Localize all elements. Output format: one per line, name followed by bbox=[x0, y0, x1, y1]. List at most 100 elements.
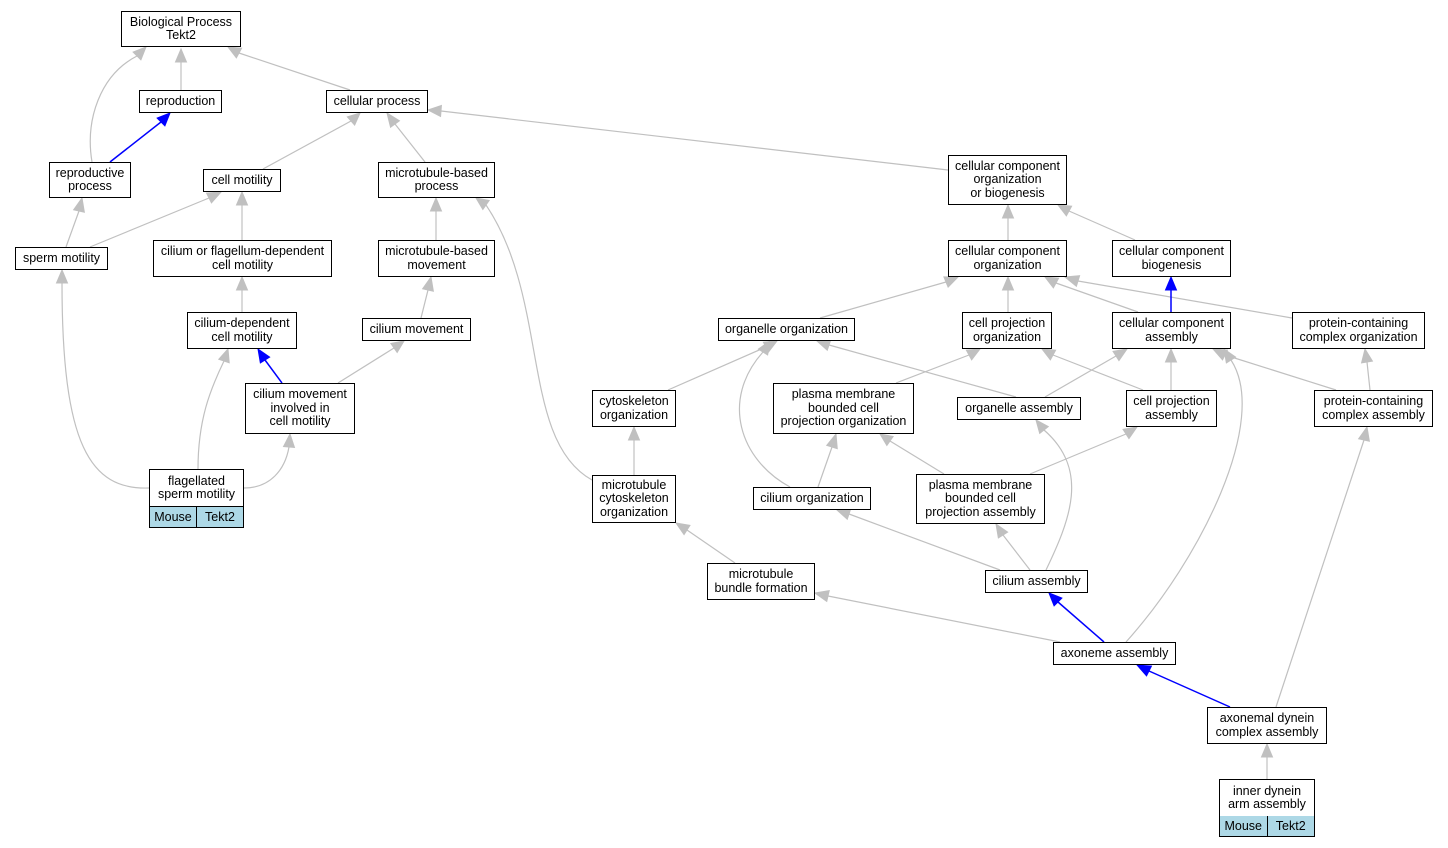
edge-cilium_org-to-pm_proj_org bbox=[817, 446, 833, 488]
arrowhead-cellular_process-to-bp bbox=[226, 46, 243, 59]
edge-mt_bundle-to-mt_cyto_org bbox=[686, 529, 736, 564]
arrowhead-flagellated-to-sperm_motility bbox=[55, 268, 69, 284]
edge-mt_cyto_org-to-mt_process bbox=[485, 204, 593, 481]
edge-mt_process-to-cellular_process bbox=[394, 123, 426, 163]
arrowhead-sperm_motility-to-reproductive_process bbox=[72, 196, 85, 213]
node-microtubule-based-process[interactable]: microtubule-based process bbox=[378, 162, 495, 198]
arrowhead-cc_assembly-to-cc_org bbox=[1043, 276, 1060, 289]
edge-cell_proj_assembly-to-cell_proj_org bbox=[1052, 354, 1144, 391]
arrowhead-cell_proj_org-to-cc_org bbox=[1001, 275, 1015, 291]
annotation-gene[interactable]: Tekt2 bbox=[1266, 816, 1315, 836]
node-cilium-movement-involved-in-cell-motility[interactable]: cilium movement involved in cell motilit… bbox=[245, 383, 355, 434]
edge-cilium_assembly-to-cilium_org bbox=[848, 513, 1001, 571]
node-cilium-or-flagellum-dependent-motility[interactable]: cilium or flagellum-dependent cell motil… bbox=[153, 240, 332, 277]
arrowhead-mt_cyto_org-to-cytoskeleton_org bbox=[627, 425, 641, 441]
node-cellular-process[interactable]: cellular process bbox=[326, 90, 428, 113]
node-organelle-assembly[interactable]: organelle assembly bbox=[957, 397, 1081, 420]
edge-flagellated-to-cilium_dep_motility bbox=[197, 360, 225, 470]
arrowhead-axonemal_dynein-to-axoneme_assembly bbox=[1135, 664, 1153, 677]
node-microtubule-bundle-formation[interactable]: microtubule bundle formation bbox=[707, 563, 815, 600]
annotation-species[interactable]: Mouse bbox=[1224, 819, 1263, 833]
arrowhead-inner_dynein-to-axonemal_dynein bbox=[1260, 742, 1274, 758]
node-reproduction[interactable]: reproduction bbox=[139, 90, 222, 113]
edge-reproductive_process-to-reproduction bbox=[109, 121, 162, 163]
arrowhead-pc_assembly-to-pc_org bbox=[1360, 347, 1374, 364]
node-axoneme-assembly[interactable]: axoneme assembly bbox=[1053, 642, 1176, 665]
edge-pc_assembly-to-pc_org bbox=[1366, 361, 1371, 391]
arrowhead-cilium_dep_motility-to-cilium_flag_motility bbox=[235, 275, 249, 291]
node-cell-motility[interactable]: cell motility bbox=[203, 169, 281, 192]
arrowhead-cilium_movement_motility-to-cilium_dep_motility bbox=[257, 347, 271, 364]
arrowhead-reproductive_process-to-reproduction bbox=[156, 112, 171, 127]
edge-cilium_assembly-to-organelle_assembly bbox=[1043, 429, 1073, 571]
node-cytoskeleton-organization[interactable]: cytoskeleton organization bbox=[592, 390, 676, 427]
node-cc-biogenesis[interactable]: cellular component biogenesis bbox=[1112, 240, 1231, 277]
arrowhead-mt_process-to-cellular_process bbox=[386, 111, 401, 129]
arrowhead-mt_bundle-to-mt_cyto_org bbox=[674, 522, 691, 536]
node-cc-organization[interactable]: cellular component organization bbox=[948, 240, 1067, 277]
edge-organelle_assembly-to-organelle_org bbox=[828, 344, 1017, 398]
edge-cc_assembly-to-cc_org bbox=[1055, 282, 1139, 313]
node-cilium-assembly[interactable]: cilium assembly bbox=[985, 570, 1088, 593]
arrowhead-pm_proj_org-to-cell_proj_org bbox=[965, 348, 982, 361]
node-cilium-dependent-cell-motility[interactable]: cilium-dependent cell motility bbox=[187, 312, 297, 349]
edge-cc_biogenesis-to-ccob bbox=[1068, 210, 1136, 241]
node-microtubule-cytoskeleton-organization[interactable]: microtubule cytoskeleton organization bbox=[592, 475, 676, 523]
node-axonemal-dynein-complex-assembly[interactable]: axonemal dynein complex assembly bbox=[1207, 707, 1327, 744]
arrowhead-pm_proj_assembly-to-pm_proj_org bbox=[879, 433, 895, 447]
arrowhead-organelle_assembly-to-organelle_org bbox=[815, 339, 832, 352]
annotation-species[interactable]: Mouse bbox=[154, 510, 192, 524]
arrowhead-cilium_flag_motility-to-cell_motility bbox=[235, 190, 249, 206]
edge-axoneme_assembly-to-cilium_assembly bbox=[1057, 601, 1105, 643]
arrowhead-axoneme_assembly-to-mt_bundle bbox=[813, 590, 830, 603]
arrowhead-cilium_movement-to-mt_movement bbox=[421, 275, 434, 292]
node-cell-projection-organization[interactable]: cell projection organization bbox=[962, 312, 1052, 349]
arrowhead-cell_proj_assembly-to-cc_assembly bbox=[1164, 347, 1178, 363]
node-reproductive-process[interactable]: reproductive process bbox=[49, 162, 131, 198]
arrowhead-organelle_assembly-to-cc_assembly bbox=[1112, 348, 1129, 362]
arrowhead-organelle_org-to-cc_org bbox=[943, 276, 960, 288]
node-organelle-organization[interactable]: organelle organization bbox=[718, 318, 855, 341]
annotation-gene[interactable]: Tekt2 bbox=[196, 507, 243, 527]
arrowhead-mt_movement-to-mt_process bbox=[429, 196, 443, 212]
arrowhead-cilium_org-to-pm_proj_org bbox=[825, 432, 838, 450]
arrowhead-axonemal_dynein-to-pc_assembly bbox=[1357, 425, 1370, 442]
node-inner-dynein-arm-assembly[interactable]: inner dynein arm assembly bbox=[1219, 779, 1315, 817]
arrowhead-cc_biogenesis-to-ccob bbox=[1056, 204, 1073, 217]
arrowhead-flagellated-to-cilium_dep_motility bbox=[217, 347, 230, 364]
edge-flagellated-to-sperm_motility bbox=[61, 282, 150, 489]
node-cilium-organization[interactable]: cilium organization bbox=[753, 487, 871, 510]
arrowhead-pc_org-to-cc_org bbox=[1063, 275, 1081, 288]
arrowhead-reproduction-to-bp bbox=[174, 47, 188, 63]
node-flagellated-sperm-motility[interactable]: flagellated sperm motility bbox=[149, 469, 244, 507]
edge-axoneme_assembly-to-mt_bundle bbox=[827, 595, 1061, 643]
edge-cilium_movement_motility-to-cilium_movement bbox=[337, 347, 395, 384]
node-protein-containing-complex-organization[interactable]: protein-containing complex organization bbox=[1292, 312, 1425, 349]
node-sperm-motility[interactable]: sperm motility bbox=[15, 247, 108, 270]
node-cc-organization-or-biogenesis[interactable]: cellular component organization or bioge… bbox=[948, 155, 1067, 205]
node-biological-process[interactable]: Biological Process Tekt2 bbox=[121, 11, 241, 47]
edge-axonemal_dynein-to-axoneme_assembly bbox=[1148, 670, 1231, 708]
node-microtubule-based-movement[interactable]: microtubule-based movement bbox=[378, 240, 495, 277]
node-protein-containing-complex-assembly[interactable]: protein-containing complex assembly bbox=[1314, 390, 1433, 427]
edge-sperm_motility-to-cell_motility bbox=[89, 197, 210, 248]
node-cell-projection-assembly[interactable]: cell projection assembly bbox=[1126, 390, 1217, 427]
arrowhead-cc_org-to-ccob bbox=[1001, 203, 1015, 219]
edge-flagellated-to-cilium_movement_motility bbox=[243, 446, 290, 489]
edge-pc_org-to-cc_org bbox=[1077, 280, 1293, 319]
annotation-row-flagellated: Mouse Tekt2 bbox=[149, 507, 244, 528]
node-cc-assembly[interactable]: cellular component assembly bbox=[1112, 312, 1231, 349]
node-pm-bounded-cell-projection-assembly[interactable]: plasma membrane bounded cell projection … bbox=[916, 474, 1045, 524]
arrowhead-cilium_assembly-to-cilium_org bbox=[835, 508, 852, 521]
arrowhead-ccob-to-cellular_process bbox=[426, 104, 442, 118]
arrowhead-axoneme_assembly-to-cilium_assembly bbox=[1048, 592, 1063, 607]
arrowhead-cell_proj_assembly-to-cell_proj_org bbox=[1040, 348, 1057, 361]
arrowhead-cilium_assembly-to-organelle_assembly bbox=[1035, 419, 1050, 435]
edge-cilium_org-to-organelle_org bbox=[738, 351, 791, 488]
edge-sperm_motility-to-reproductive_process bbox=[65, 210, 80, 248]
node-cilium-movement[interactable]: cilium movement bbox=[362, 318, 471, 341]
node-pm-bounded-cell-projection-organization[interactable]: plasma membrane bounded cell projection … bbox=[773, 383, 914, 434]
arrowhead-axoneme_assembly-to-cc_assembly bbox=[1223, 347, 1237, 364]
arrowhead-cilium_movement_motility-to-cilium_movement bbox=[389, 340, 405, 354]
